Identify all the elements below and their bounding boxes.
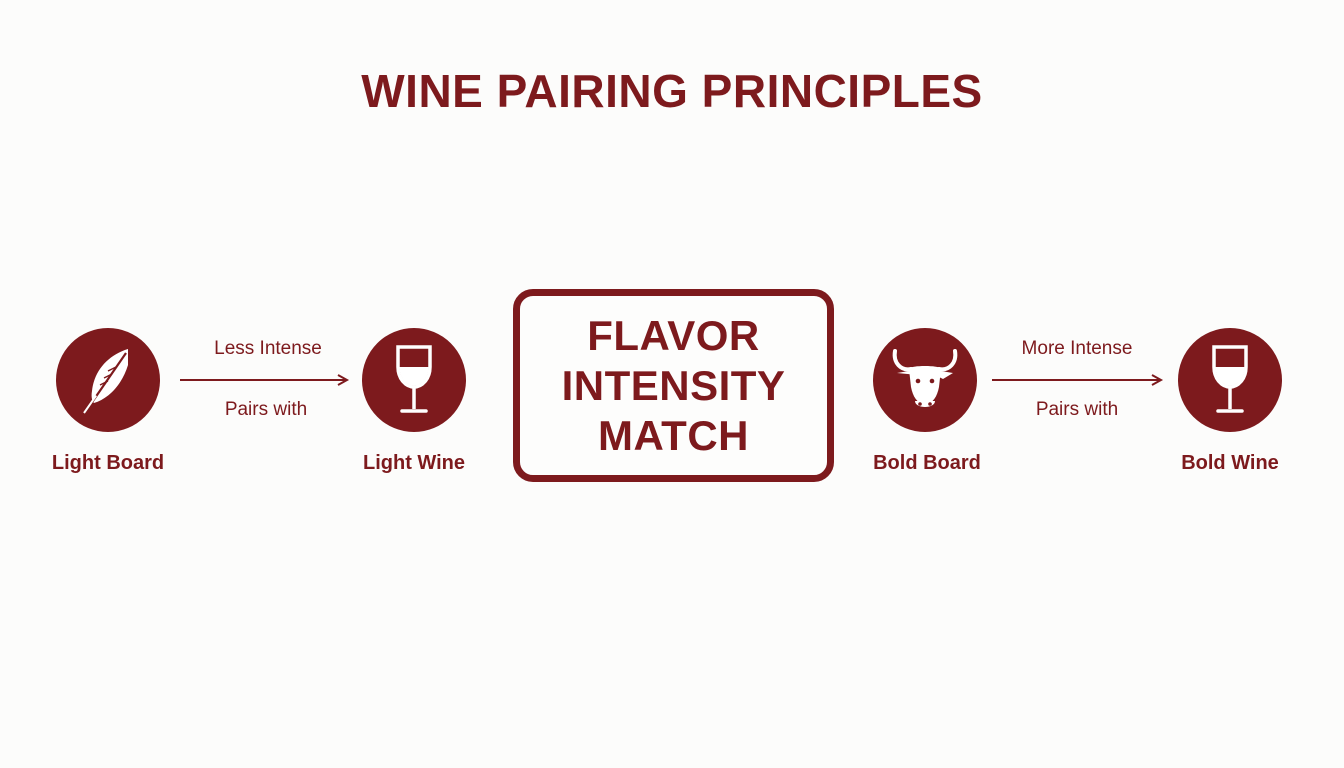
center-concept-box: FLAVOR INTENSITY MATCH [513,289,834,482]
node-label-light-wine: Light Wine [362,452,466,474]
bull-head-icon [892,349,958,407]
edge-bottom-text-light: Pairs with [224,399,308,420]
edge-bottom-text-bold: Pairs with [1035,399,1119,420]
light-board-node [56,328,160,432]
bold-board-node [873,328,977,432]
center-line-2: INTENSITY [561,361,786,409]
wine-glass-icon [1212,345,1248,413]
center-line-1: FLAVOR [587,311,760,359]
center-line-3: MATCH [597,411,750,459]
node-label-bold-board: Bold Board [873,452,981,474]
wine-glass-icon [396,345,432,413]
arrow-bold [992,374,1164,386]
bold-wine-node [1178,328,1282,432]
feather-icon [83,349,128,414]
page-title: WINE PAIRING PRINCIPLES [361,65,983,117]
light-wine-node [362,328,466,432]
edge-top-text-bold: More Intense [1021,338,1133,359]
arrow-light [180,374,350,386]
edge-top-text-light: Less Intense [214,338,322,359]
node-label-light-board: Light Board [51,452,165,474]
node-label-bold-wine: Bold Wine [1181,452,1279,474]
